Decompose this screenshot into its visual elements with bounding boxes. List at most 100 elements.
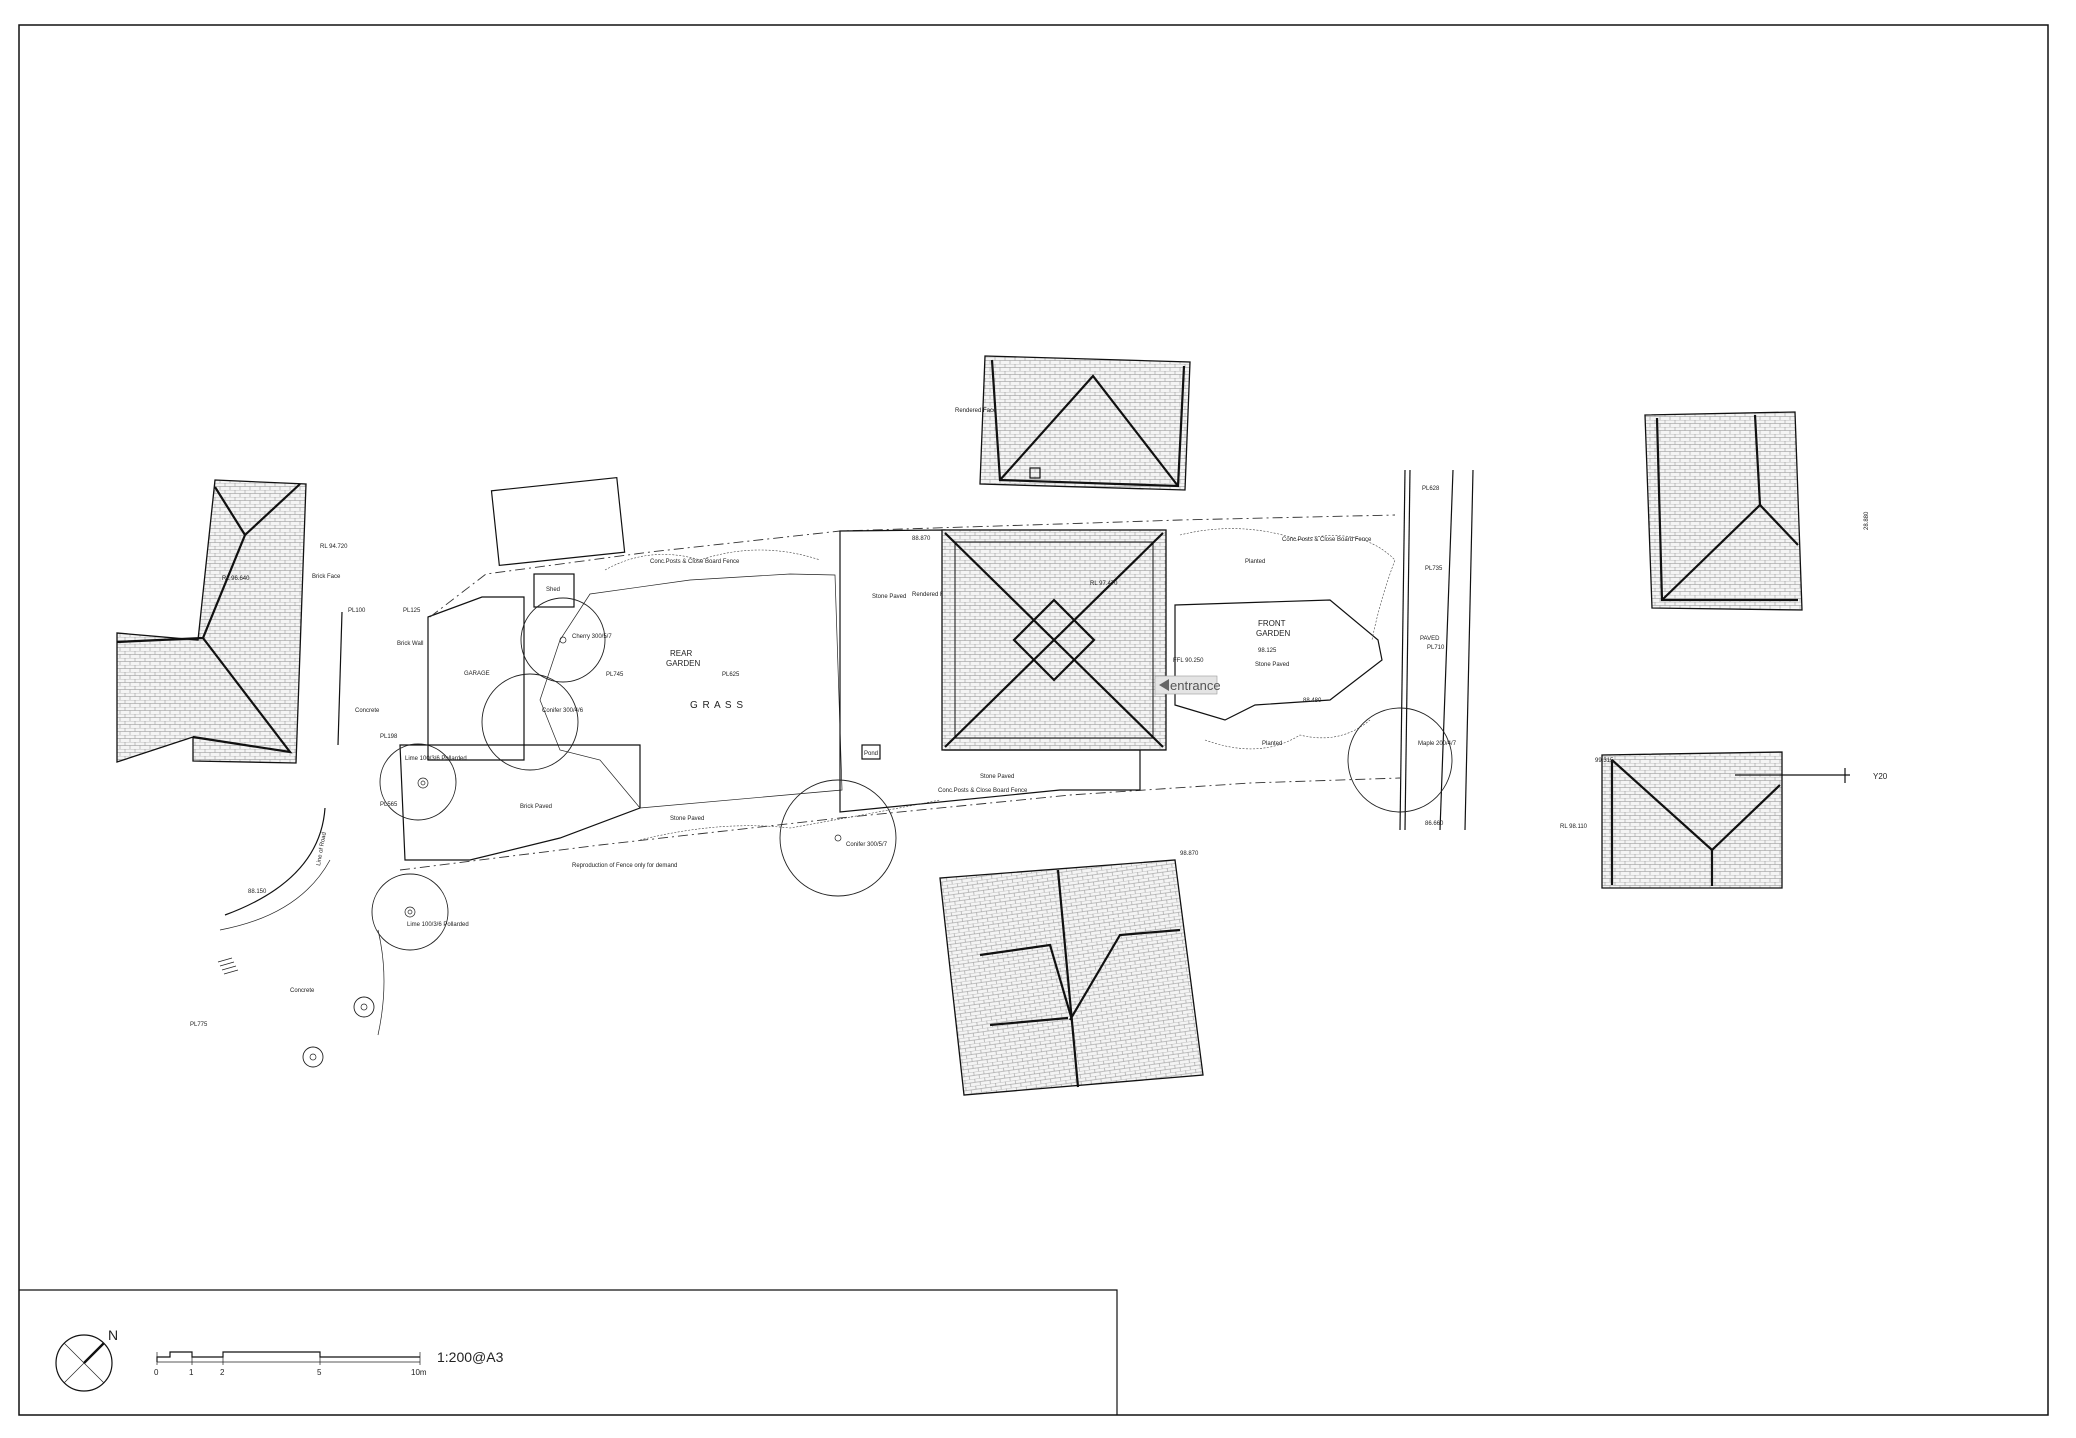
fence-label: Conc.Posts & Close Board Fence <box>650 559 740 565</box>
tree-maple: Maple 200/4/7 <box>1347 707 1457 813</box>
garage-label: GARAGE <box>464 671 490 677</box>
concrete-label: Concrete <box>355 708 380 714</box>
tree-conifer-a-label: Conifer 300/4/6 <box>542 708 584 714</box>
level-g: PL628 <box>1422 486 1440 492</box>
level-misc-c: 88.480 <box>1303 698 1322 704</box>
entrance-label: entrance <box>1170 678 1221 693</box>
title-strip-divider <box>19 1289 1118 1415</box>
level-misc-e: 99.315 <box>1595 758 1614 764</box>
front-garden-label-1: FRONT <box>1258 619 1286 628</box>
outbuilding-block <box>490 476 626 567</box>
line-of-road-2 <box>219 859 331 931</box>
scale-tick-1: 1 <box>189 1368 194 1377</box>
grass-label: G R A S S <box>690 700 744 711</box>
planting-bed-south <box>639 799 941 841</box>
scale-bar: 0 1 2 5 10m 1:200@A3 <box>154 1349 504 1377</box>
ridge-level-main: RL 97.470 <box>1090 581 1118 587</box>
hedge-line <box>377 929 385 1036</box>
rear-garden-label-1: REAR <box>670 649 692 658</box>
spot-levels: PL100 PL198 PL125 PL745 PL625 PL775 PL62… <box>190 486 1614 1028</box>
level-c: PL125 <box>403 608 421 614</box>
pond-label: Pond <box>864 751 878 757</box>
tree-lime-a-label: Lime 100/3/6 Pollarded <box>405 756 467 762</box>
neighbour-house-top <box>979 355 1191 491</box>
line-of-road-label: Line of Road <box>316 832 328 867</box>
rear-garden-lawn: REAR GARDEN G R A S S <box>539 573 843 809</box>
tree-conifer-b-label: Conifer 300/5/7 <box>846 842 888 848</box>
planting-bed-north <box>604 549 821 571</box>
grid-ref-label: Y20 <box>1873 772 1888 781</box>
front-garden-label-2: GARDEN <box>1256 629 1290 638</box>
north-label: N <box>108 1327 118 1343</box>
concrete-label-2: Concrete <box>290 988 315 994</box>
tree-lime-a: Lime 100/3/6 Pollarded <box>379 743 467 821</box>
rendered-face-label-top: Rendered Face <box>955 408 997 414</box>
boundary-south <box>399 777 1401 871</box>
stone-paved-label: Stone Paved <box>872 594 906 600</box>
tree-conifer-b: Conifer 300/5/7 <box>779 779 897 897</box>
rear-garden-label-2: GARDEN <box>666 659 700 668</box>
level-h: PL735 <box>1425 566 1443 572</box>
neighbour-house-right-bottom <box>1601 751 1783 889</box>
tree-conifer-a: Conifer 300/4/6 <box>481 673 584 771</box>
drawing-border <box>18 24 2049 1416</box>
level-d: PL745 <box>606 672 624 678</box>
level-misc-a: 88.870 <box>912 536 931 542</box>
neighbour-house-left <box>116 479 307 764</box>
planted-label-2: Planted <box>1262 741 1282 747</box>
level-misc-f: PL565 <box>380 802 398 808</box>
brick-paved-label: Brick Paved <box>520 804 552 810</box>
level-misc-d: 86.660 <box>1425 821 1444 827</box>
fence-label-front: Conc.Posts & Close Board Fence <box>1282 537 1372 543</box>
road-edges: PAVED <box>1399 469 1474 831</box>
tree-lime-b-label: Lime 100/3/6 Pollarded <box>407 922 469 928</box>
level-b: PL198 <box>380 734 398 740</box>
paved-label: PAVED <box>1420 636 1440 642</box>
neighbour-house-right-top <box>1644 411 1803 611</box>
planting-bed-front-north <box>1179 528 1396 641</box>
level-ridge-b: RL 96.640 <box>222 576 250 582</box>
scale-label: 1:200@A3 <box>437 1349 504 1365</box>
brick-face-label: Brick Face <box>312 574 341 580</box>
shed-label: Shed <box>546 587 560 593</box>
main-house: RL 97.470 <box>941 529 1167 751</box>
north-arrow: N <box>55 1327 118 1392</box>
surface-labels: Conc.Posts & Close Board Fence Conc.Post… <box>290 408 1372 994</box>
stone-paved-label-3: Stone Paved <box>670 816 704 822</box>
planted-label: Planted <box>1245 559 1265 565</box>
level-a: PL100 <box>348 608 366 614</box>
pond <box>861 744 881 760</box>
tree-maple-label: Maple 200/4/7 <box>1418 741 1457 747</box>
tree-cherry-label: Cherry 300/5/7 <box>572 634 612 640</box>
level-eaves: 98.870 <box>1180 851 1199 857</box>
neighbour-house-bottom <box>939 859 1204 1096</box>
entrance-marker: entrance <box>1154 675 1221 695</box>
small-trees <box>302 996 375 1068</box>
fence-label-south: Conc.Posts & Close Board Fence <box>938 788 1028 794</box>
front-garden: FRONT GARDEN Stone Paved Planted <box>1174 559 1383 721</box>
level-ridge-d: RL 98.110 <box>1560 824 1588 830</box>
level-ridge-a: RL 94.720 <box>320 544 348 550</box>
planting-bed-front-south <box>1204 719 1371 750</box>
level-misc-g: 88.150 <box>248 889 267 895</box>
line-of-road <box>224 807 326 916</box>
scale-tick-10: 10m <box>411 1368 427 1377</box>
level-ffl: FFL 90.250 <box>1173 658 1204 664</box>
brick-paved-area: Brick Paved <box>399 744 641 861</box>
rendered-face-label: Rendered Face <box>912 592 954 598</box>
front-stone-paved-label: Stone Paved <box>1255 662 1289 668</box>
reproduction-note: Reproduction of Fence only for demand <box>572 863 677 869</box>
scale-tick-5: 5 <box>317 1368 322 1377</box>
level-f: PL775 <box>190 1022 208 1028</box>
level-e: PL625 <box>722 672 740 678</box>
side-coordinate-label: 28.880 <box>1864 511 1870 530</box>
brick-wall-label: Brick Wall <box>397 641 423 647</box>
steps <box>217 957 239 975</box>
stone-paved-label-2: Stone Paved <box>980 774 1014 780</box>
level-misc-b: 98.125 <box>1258 648 1277 654</box>
fence-line-left <box>337 611 343 746</box>
tree-lime-b: Lime 100/3/6 Pollarded <box>371 873 469 951</box>
scale-tick-2: 2 <box>220 1368 225 1377</box>
level-i: PL710 <box>1427 645 1445 651</box>
